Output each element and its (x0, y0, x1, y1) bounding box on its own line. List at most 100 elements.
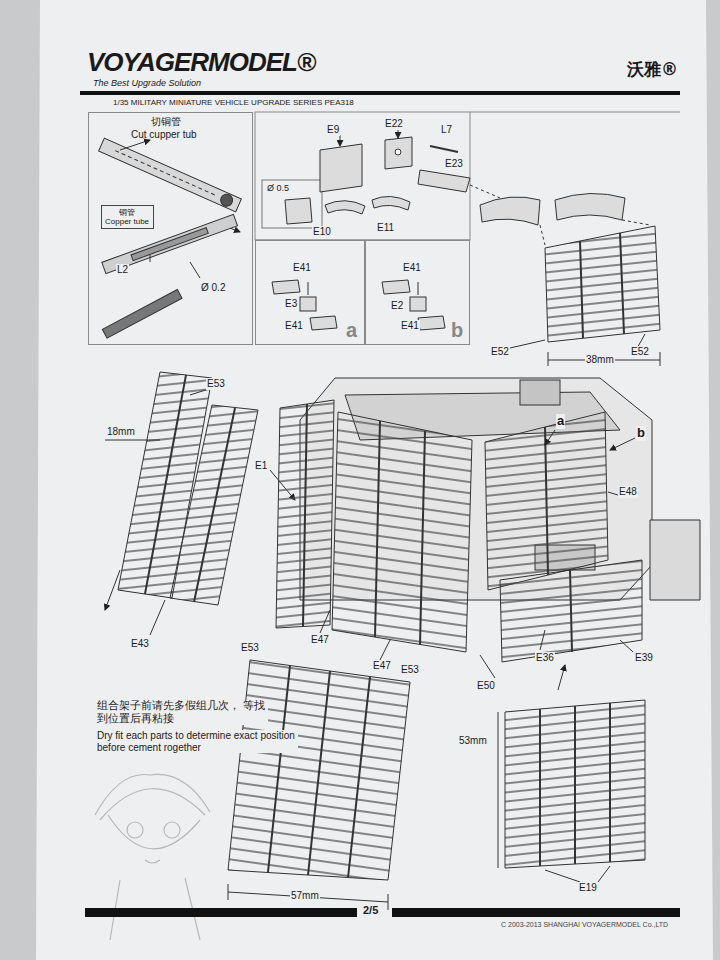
vehicle-racks-part (545, 430, 555, 445)
bracket-parts-part (418, 170, 470, 192)
chinese-note: 铜管 (119, 208, 135, 217)
detail-panel: a (255, 240, 365, 345)
bracket-parts-part (398, 128, 399, 138)
part-number: E19 (578, 882, 598, 894)
bottom-left-rack-part (228, 884, 229, 900)
mascot-sketch-part (108, 815, 200, 849)
top-right-rack-part (555, 193, 625, 220)
bottom-right-rack-part (505, 700, 645, 868)
top-right-rack (470, 185, 660, 366)
dimension: 53mm (458, 735, 488, 747)
vehicle-racks-part (375, 421, 380, 637)
part-number: E1 (254, 460, 268, 472)
panel-frames (255, 112, 680, 240)
vehicle-racks-part (540, 630, 545, 650)
footer-bar-part (85, 908, 357, 917)
paper-part (36, 0, 713, 960)
part-number: E41 (292, 262, 312, 274)
chinese-note: 切铜管 (151, 116, 181, 128)
vehicle-part (520, 380, 560, 405)
bottom-right-rack-part (498, 712, 499, 868)
detail-parts-ab-part (418, 316, 445, 330)
bottom-left-rack (228, 660, 410, 910)
part-number: E36 (535, 652, 555, 664)
vehicle-racks-part (380, 640, 390, 660)
bracket-parts-part (430, 146, 458, 152)
copper-tube-cutting (99, 138, 242, 338)
part-number: E10 (312, 226, 332, 238)
dimension: 38mm (585, 354, 615, 366)
part-number: E52 (490, 346, 510, 358)
brand-slogan: The Best Upgrade Solution (92, 78, 202, 88)
part-note: Copper tube (105, 217, 149, 226)
top-right-rack-part (622, 220, 650, 225)
top-right-rack-part (470, 185, 500, 198)
detail-parts-ab-part (410, 297, 426, 311)
vehicle-racks-part (608, 492, 618, 495)
brand-logo: VOYAGERMODEL® (86, 48, 316, 78)
vehicle-racks-part (420, 431, 425, 645)
detail-letter: a (346, 319, 357, 342)
vehicle-racks-part (485, 412, 608, 590)
top-right-rack-part (480, 197, 540, 225)
bottom-right-rack-part (598, 866, 610, 882)
vehicle-racks-part (276, 400, 334, 628)
page-number: 2/5 (362, 904, 379, 917)
null-part (99, 138, 242, 212)
diameter: Ø 0.5 (266, 183, 290, 193)
top-right-rack-part (660, 352, 661, 366)
bottom-left-rack-part (228, 660, 410, 880)
detail-parts-ab-part (272, 280, 300, 294)
panel-frames-part (470, 112, 680, 113)
part-number: E41 (400, 320, 420, 332)
part-number: E50 (476, 680, 496, 692)
detail-parts-ab-part (310, 316, 337, 330)
brand-chinese: 沃雅® (626, 60, 679, 80)
top-right-rack-part (620, 233, 624, 334)
left-rack-parts (105, 372, 295, 635)
footer-bar (85, 908, 680, 917)
part-number: E48 (618, 486, 638, 498)
copper-tube-cutting-part (190, 262, 200, 278)
vehicle-part (650, 520, 700, 600)
cut-tube-panel: 切铜管Cut cupper tub铜管Copper tube (88, 112, 253, 345)
location-letter: a (556, 414, 565, 429)
left-rack-parts-part (194, 408, 235, 602)
bottom-right-rack-part (545, 870, 580, 882)
bottom-left-rack-part (268, 666, 290, 872)
footer-bar-part (392, 908, 680, 917)
bracket-parts-part (320, 144, 362, 192)
bracket-parts (262, 128, 470, 228)
copper-tube-cutting-part (120, 140, 150, 150)
bracket-parts-part (340, 135, 341, 146)
location-letter: b (636, 426, 646, 441)
part-number: E47 (372, 660, 392, 672)
part-number: E39 (634, 652, 654, 664)
left-rack-parts-part (150, 600, 165, 635)
detail-parts-ab-part (418, 282, 419, 295)
part-number: E53 (240, 642, 260, 654)
top-right-rack-part (510, 340, 545, 348)
vehicle-racks (276, 400, 642, 678)
left-rack-parts-part (105, 440, 160, 441)
bottom-left-rack-part (388, 894, 389, 910)
part-number: E43 (130, 638, 150, 650)
left-rack-parts-part (170, 405, 258, 605)
mascot-sketch-part (100, 789, 205, 820)
null-part-part (219, 192, 235, 208)
vehicle-racks-part (320, 610, 330, 633)
part-number: E23 (444, 158, 464, 170)
chinese-note: 组合架子前请先多假组几次， 等找到位置后再粘接 (96, 700, 268, 725)
null-part-part (99, 138, 242, 212)
bottom-right-rack (498, 665, 645, 882)
assembly-note: Dry fit each parts to determine exact po… (96, 730, 298, 753)
part-number: E52 (630, 346, 650, 358)
detail-parts-ab-part (308, 282, 309, 295)
null-part (102, 289, 182, 338)
vehicle-racks-part (620, 640, 633, 652)
copper-tube-tag: 铜管Copper tube (101, 205, 154, 229)
series-title: 1/35 MILITARY MINIATURE VEHICLE UPGRADE … (112, 98, 355, 107)
top-right-rack-part (548, 352, 549, 366)
null-part-part (115, 151, 215, 196)
